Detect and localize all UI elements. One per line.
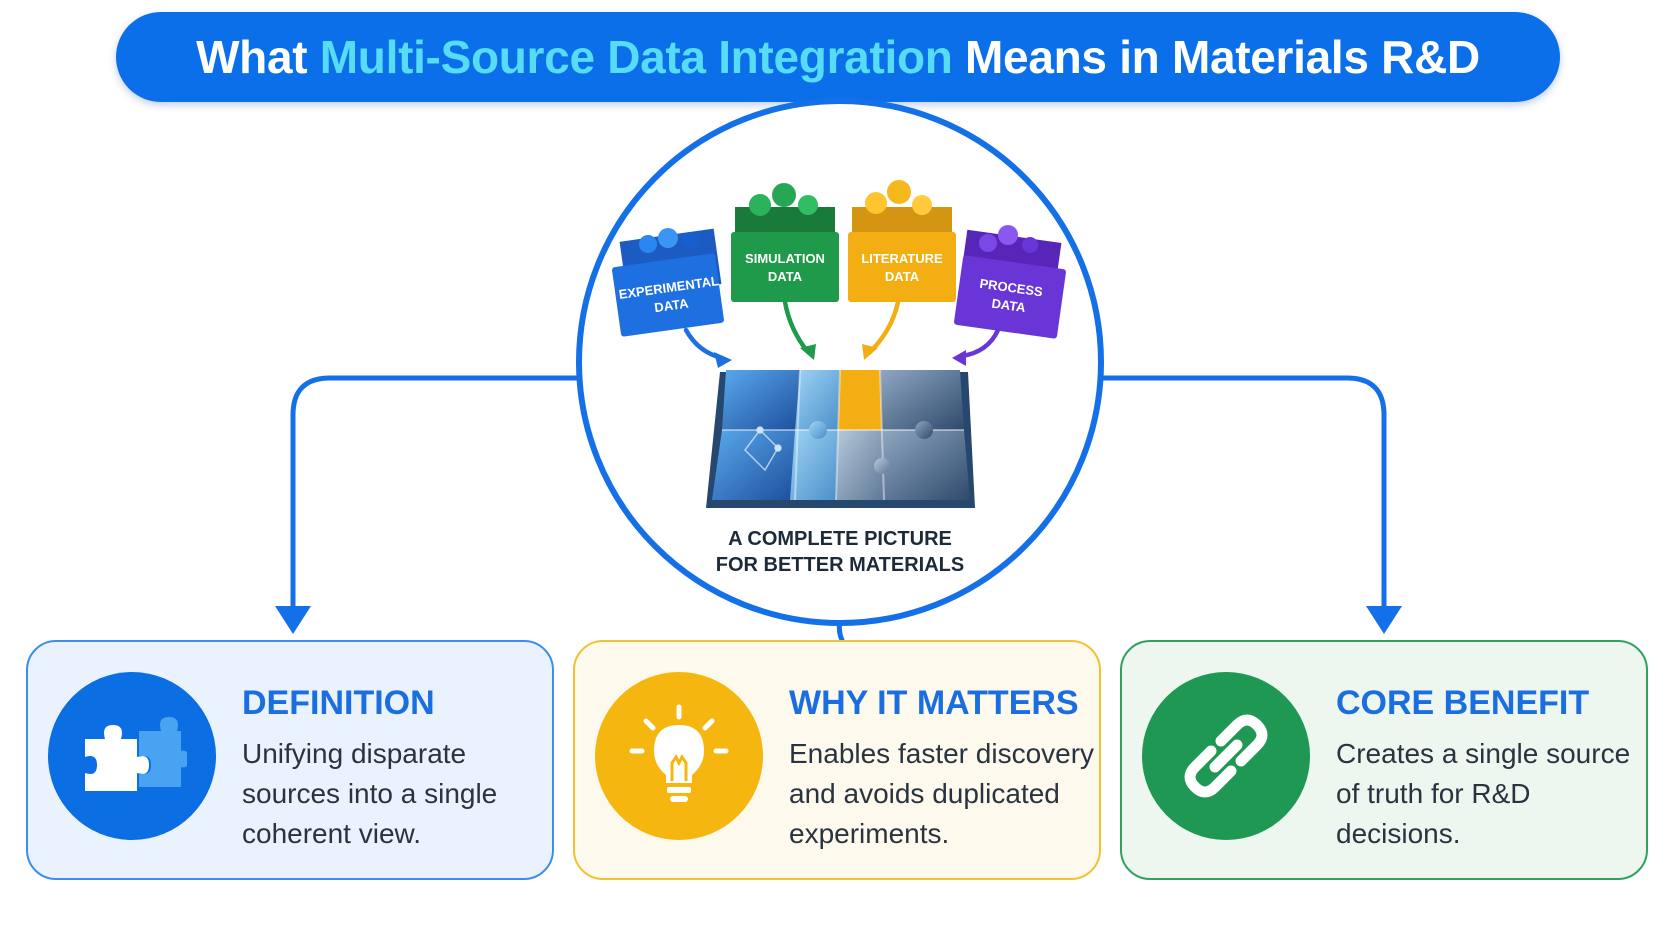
page-title: What Multi-Source Data Integration Means…	[196, 31, 1480, 83]
arrow-head-right	[1366, 606, 1402, 634]
chain-link-icon	[1184, 714, 1268, 798]
definition-title: DEFINITION	[242, 684, 435, 722]
title-highlight: Multi-Source Data Integration	[319, 31, 953, 83]
connector-left	[290, 375, 585, 613]
source-experimental	[612, 228, 724, 337]
connector-right	[1095, 375, 1387, 613]
assembled-puzzle-icon	[706, 369, 975, 508]
why-it-matters-card: WHY IT MATTERS Enables faster discovery …	[573, 640, 1101, 880]
hub-caption: A COMPLETE PICTURE FOR BETTER MATERIALS	[715, 528, 965, 576]
lightbulb-icon	[629, 704, 729, 802]
core-title: CORE BENEFIT	[1336, 684, 1590, 722]
title-banner: What Multi-Source Data Integration Means…	[116, 12, 1560, 102]
why-body: Enables faster discovery and avoids dupl…	[789, 738, 1095, 849]
core-body: Creates a single source of truth for R&D…	[1336, 738, 1631, 849]
core-icon-circle	[1142, 672, 1310, 840]
definition-icon-circle	[48, 672, 216, 840]
definition-card: DEFINITION Unifying disparate sources in…	[26, 640, 554, 880]
source-process	[954, 225, 1066, 339]
why-title: WHY IT MATTERS	[789, 684, 1079, 722]
source-literature	[848, 180, 956, 302]
puzzle-icon	[85, 717, 187, 791]
source-simulation	[731, 183, 839, 302]
core-benefit-card: CORE BENEFIT Creates a single source of …	[1120, 640, 1648, 880]
arrow-head-left	[275, 606, 311, 634]
why-icon-circle	[595, 672, 763, 840]
definition-body: Unifying disparate sources into a single…	[242, 738, 498, 849]
